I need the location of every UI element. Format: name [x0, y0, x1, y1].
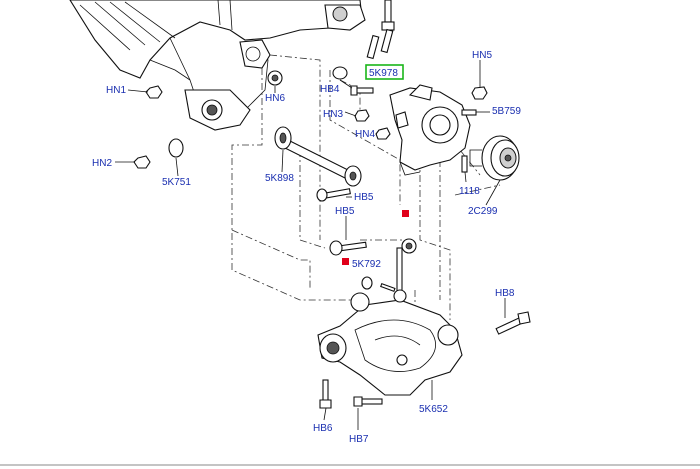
red-marker-1: [402, 210, 409, 217]
label-2c299[interactable]: 2C299: [468, 206, 498, 217]
callout-labels: HN1 HN2 5K751 HN6 5K978 HB4 HN3 HN4 HN5 …: [92, 50, 521, 445]
label-hb5-lower[interactable]: HB5: [335, 206, 355, 217]
label-hn2[interactable]: HN2: [92, 158, 112, 169]
fasteners: [133, 66, 531, 409]
label-hb4[interactable]: HB4: [320, 84, 340, 95]
label-5k898[interactable]: 5K898: [265, 173, 294, 184]
label-5b759[interactable]: 5B759: [492, 106, 521, 117]
label-5k978[interactable]: 5K978: [369, 68, 398, 79]
label-5k751[interactable]: 5K751: [162, 177, 191, 188]
label-5k652[interactable]: 5K652: [419, 404, 448, 415]
label-hn1[interactable]: HN1: [106, 85, 126, 96]
label-1118[interactable]: 1118: [459, 186, 480, 197]
label-hb6[interactable]: HB6: [313, 423, 333, 434]
rear-subframe: [69, 0, 366, 131]
red-markers: [342, 210, 409, 265]
upper-arm-5k898: [274, 126, 362, 187]
label-hn5[interactable]: HN5: [472, 50, 492, 61]
label-hb7[interactable]: HB7: [349, 434, 369, 445]
label-hb5-upper[interactable]: HB5: [354, 192, 374, 203]
label-hb8[interactable]: HB8: [495, 288, 515, 299]
highlight-box-5k978: [365, 64, 404, 80]
red-marker-2: [342, 258, 349, 265]
label-hn4[interactable]: HN4: [355, 129, 375, 140]
label-hn3[interactable]: HN3: [323, 109, 343, 120]
stabilizer-link: [393, 238, 417, 303]
wheel-hub: [469, 135, 520, 181]
upper-bolts: [366, 0, 395, 60]
label-5k792[interactable]: 5K792: [352, 259, 381, 270]
leader-lines: [115, 60, 506, 430]
label-hn6[interactable]: HN6: [265, 93, 285, 104]
knuckle: [389, 84, 471, 176]
lower-arm-5k652: [317, 292, 463, 396]
